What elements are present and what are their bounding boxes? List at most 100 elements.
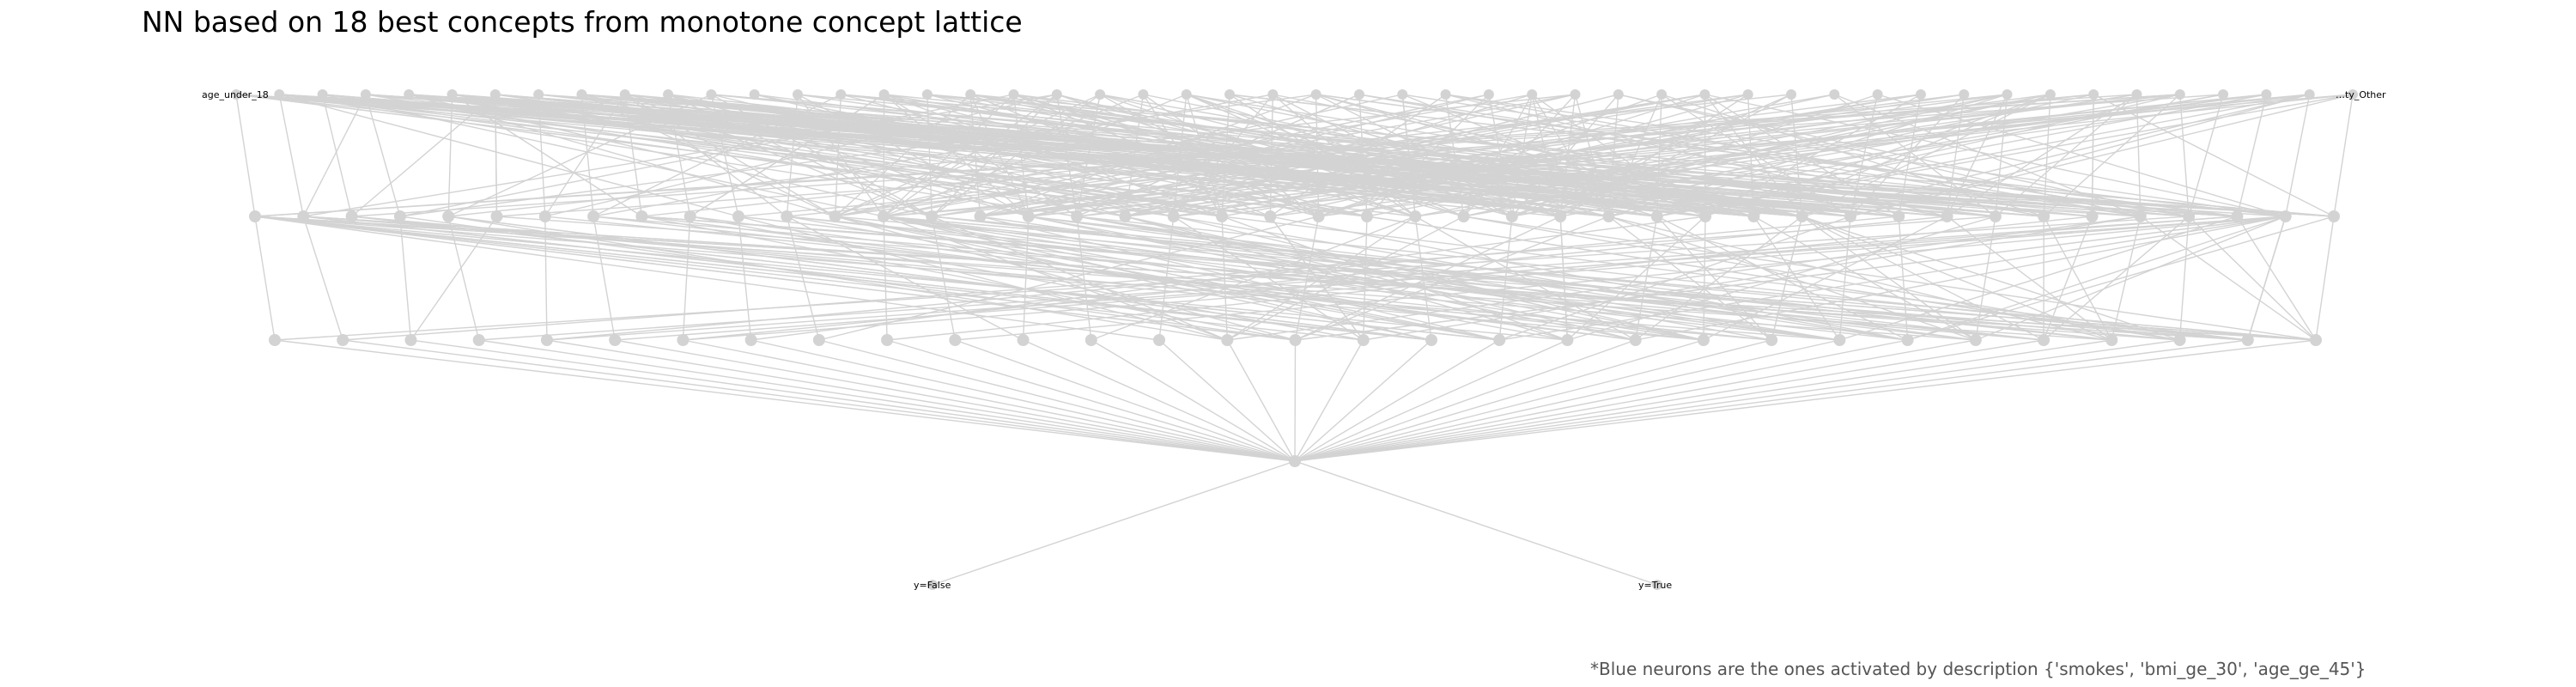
edge-h1-h2	[1295, 216, 2286, 341]
hidden1-neuron	[2086, 210, 2099, 222]
hidden2-neuron	[609, 334, 622, 346]
edge-h2-h3	[1294, 339, 2248, 462]
edge-h2-h3	[818, 339, 1296, 462]
edge-input-h1	[1946, 94, 1965, 217]
edge-input-h1	[1229, 94, 2286, 217]
edge-h2-h3	[615, 339, 1296, 462]
edge-h2-h3	[1023, 339, 1296, 462]
edge-input-h1	[2333, 94, 2354, 217]
edge-h1-h2	[1703, 216, 1706, 341]
edge-h1-h2	[787, 216, 1908, 341]
edge-input-h1	[2188, 94, 2224, 217]
edge-h1-h2	[1499, 216, 2286, 341]
edge-input-h1	[1315, 94, 2238, 217]
hidden1-neuron	[2328, 210, 2340, 222]
edge-input-h1	[538, 94, 1609, 217]
input-neuron	[619, 89, 630, 100]
edge-h1-h2	[932, 216, 2248, 341]
input-neuron	[1310, 89, 1321, 100]
hidden1-neuron	[1360, 210, 1373, 222]
edge-h2-h3	[1294, 339, 2112, 462]
input-neuron	[1051, 89, 1062, 100]
edge-h1-h2	[1947, 216, 2112, 341]
edge-h1-h2	[738, 216, 752, 341]
edge-h1-h2	[1463, 216, 2180, 341]
hidden1-neuron	[877, 210, 890, 222]
hidden2-neuron	[1017, 334, 1030, 346]
hidden2-neuron	[1629, 334, 1642, 346]
hidden1-neuron	[1312, 210, 1325, 222]
hidden2-neuron	[472, 334, 485, 346]
input-neuron	[447, 89, 458, 100]
hidden2-neuron	[1901, 334, 1914, 346]
hidden2-neuron	[1969, 334, 1982, 346]
input-neuron	[317, 89, 328, 100]
input-neuron	[489, 89, 501, 100]
hidden1-neuron	[974, 210, 987, 222]
edge-input-h1	[409, 94, 1899, 217]
input-neuron	[2261, 89, 2272, 100]
edge-input-h1	[365, 94, 401, 217]
edge-h1-h2	[1634, 216, 1658, 341]
edge-h1-h2	[1656, 216, 1908, 341]
hidden1-neuron	[1505, 210, 1518, 222]
edge-h2-h3	[1091, 339, 1296, 462]
edge-h2-h3	[1226, 339, 1296, 462]
edge-input-h1	[322, 94, 1802, 217]
edge-input-h1	[2285, 94, 2311, 217]
input-neuron	[1570, 89, 1581, 100]
hidden1-neuron	[1264, 210, 1277, 222]
edge-input-h1	[496, 94, 2224, 217]
edge-input-h1	[235, 94, 1609, 217]
edges-group	[235, 94, 2354, 586]
edge-input-h1	[278, 94, 304, 217]
edge-h1-h2	[883, 216, 888, 341]
edge-h1-h2	[254, 216, 1364, 341]
hidden2-neuron	[881, 334, 894, 346]
input-neuron	[1656, 89, 1668, 100]
edge-h2-h3	[343, 339, 1296, 462]
edge-h1-h2	[2236, 216, 2317, 341]
edge-h2-h3	[1294, 339, 1568, 462]
edge-h2-h3	[546, 339, 1296, 462]
hidden1-neuron	[1119, 210, 1132, 222]
hidden2-neuron	[1697, 334, 1710, 346]
input-neuron	[1527, 89, 1538, 100]
input-neuron	[1699, 89, 1710, 100]
edge-h1-h2	[303, 216, 1976, 341]
hidden1-neuron	[393, 210, 406, 222]
input-neuron	[2174, 89, 2185, 100]
hidden2-neuron	[1084, 334, 1097, 346]
edge-input-h1	[711, 94, 2093, 217]
edge-input-h1	[581, 94, 1609, 217]
hidden2-neuron	[677, 334, 690, 346]
input-neuron	[231, 89, 241, 100]
edge-h2-h3	[1294, 339, 1840, 462]
edge-input-h1	[927, 94, 2335, 217]
edge-h2-h3	[1294, 339, 1772, 462]
input-neuron	[1095, 89, 1106, 100]
edge-input-h1	[969, 94, 981, 217]
hidden1-neuron	[829, 210, 841, 222]
edge-h2-h3	[1294, 339, 1976, 462]
edge-h2-h3	[955, 339, 1296, 462]
edge-h1-h2	[1753, 216, 1840, 341]
input-neuron	[404, 89, 415, 100]
hidden2-neuron	[404, 334, 417, 346]
hidden2-neuron	[1221, 334, 1234, 346]
hidden2-neuron	[269, 334, 281, 346]
edge-input-h1	[2136, 94, 2142, 217]
edge-input-h1	[1445, 94, 2286, 217]
hidden1-neuron	[1650, 210, 1663, 222]
input-neuron	[749, 89, 760, 100]
edge-input-h1	[581, 94, 1899, 217]
hidden2-neuron	[2105, 334, 2118, 346]
input-neuron	[1959, 89, 1970, 100]
hidden1-neuron	[1409, 210, 1422, 222]
edge-input-h1	[495, 94, 1706, 217]
edge-input-h1	[452, 94, 1802, 217]
edge-input-h1	[235, 94, 256, 217]
output-neuron	[1652, 580, 1662, 590]
hidden1-neuron	[1699, 210, 1712, 222]
hidden1-neuron	[1941, 210, 1953, 222]
